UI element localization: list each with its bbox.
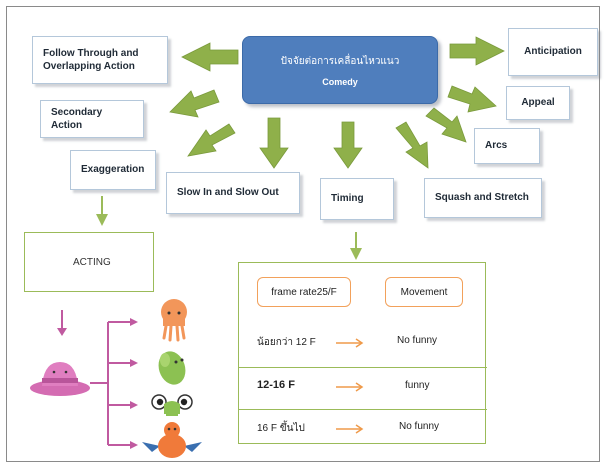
table-row-frames: 16 F ขึ้นไป [257,423,305,434]
arrow-to-follow-through [181,42,239,72]
hat-character-icon [30,362,90,396]
table-row-result: No funny [399,421,440,432]
frog-eyes-icon [151,394,193,416]
node-acting: ACTING [24,232,154,292]
node-slow-in-out: Slow In and Slow Out [166,172,300,214]
node-anticipation: Anticipation [508,28,598,76]
table-header-movement: Movement [385,277,463,307]
row-arrow-icon [336,424,364,434]
center-subtitle: Comedy [322,76,358,87]
arrow-to-arcs [425,107,467,143]
node-secondary-action: Secondary Action [40,100,144,138]
row-arrow-icon [336,382,364,392]
orange-bird-icon [142,422,202,458]
node-timing: Timing [320,178,394,220]
arrow-to-timing [333,121,363,169]
table-divider [239,409,487,410]
arrow-to-appeal [447,85,497,113]
node-squash-stretch: Squash and Stretch [424,178,542,218]
node-appeal: Appeal [506,86,570,120]
timing-table: frame rate25/F Movement น้อยกว่า 12 F No… [238,262,487,444]
arrow-to-anticipation [449,36,505,66]
table-header-frame-rate: frame rate25/F [257,277,351,307]
node-follow-through: Follow Through and Overlapping Action [32,36,168,84]
table-divider [239,367,487,368]
center-title: ปัจจัยต่อการเคลื่อนไหวแนว [280,55,400,67]
table-row-result: No funny [397,335,438,346]
octopus-icon [161,299,187,342]
center-node: ปัจจัยต่อการเคลื่อนไหวแนว Comedy [242,36,438,104]
arrow-to-exaggeration [187,123,236,157]
table-row-frames: น้อยกว่า 12 F [257,337,316,348]
table-row-result: funny [405,380,430,391]
arrow-to-secondary-action [169,89,220,118]
arrow-to-squash-stretch [395,121,429,169]
green-bean-icon [158,351,186,385]
diagram-frame [6,6,600,462]
arrow-to-slow-in-out [259,117,289,169]
node-exaggeration: Exaggeration [70,150,156,190]
row-arrow-icon [336,338,364,348]
table-row-frames: 12-16 F [257,379,295,391]
node-arcs: Arcs [474,128,540,164]
